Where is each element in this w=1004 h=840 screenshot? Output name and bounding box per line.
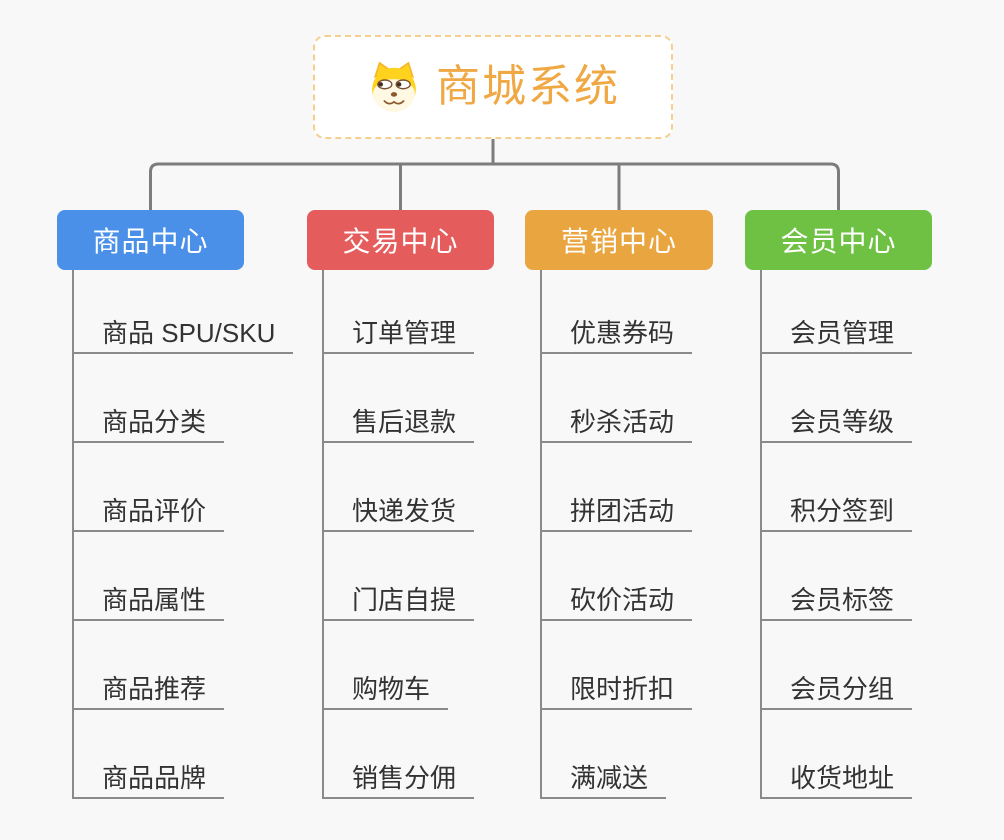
leaf-node[interactable]: 秒杀活动: [542, 354, 693, 443]
leaf-label: 订单管理: [352, 318, 457, 348]
leaf-label: 秒杀活动: [570, 407, 675, 437]
branch-node-2[interactable]: 交易中心: [307, 210, 494, 270]
leaf-label: 购物车: [352, 674, 431, 704]
branch-label: 会员中心: [780, 226, 897, 257]
leaf-label: 会员分组: [790, 674, 895, 704]
leaf-label: 满减送: [570, 763, 649, 793]
leaf-label: 收货地址: [790, 763, 895, 793]
leaf-node[interactable]: 商品 SPU/SKU: [74, 270, 294, 354]
branch-node-4[interactable]: 会员中心: [745, 210, 932, 270]
leaf-label: 拼团活动: [570, 496, 675, 526]
branch-node-1[interactable]: 商品中心: [57, 210, 244, 270]
leaf-node[interactable]: 购物车: [324, 621, 449, 710]
leaf-label: 砍价活动: [570, 585, 675, 615]
branch-node-3[interactable]: 营销中心: [525, 210, 713, 270]
leaf-node[interactable]: 砍价活动: [542, 532, 693, 621]
leaf-label: 优惠券码: [570, 318, 675, 348]
leaf-label: 商品品牌: [102, 763, 207, 793]
leaf-label: 商品推荐: [102, 674, 207, 704]
branch-label: 商品中心: [92, 226, 209, 257]
leaf-label: 门店自提: [352, 585, 457, 615]
leaf-node[interactable]: 满减送: [542, 710, 667, 799]
leaf-node[interactable]: 商品属性: [74, 532, 225, 621]
connector-lines: [149, 139, 840, 210]
root-node[interactable]: 商城系统: [313, 35, 673, 139]
leaf-label: 售后退款: [352, 407, 457, 437]
root-title: 商城系统: [436, 62, 620, 111]
leaf-node[interactable]: 会员管理: [762, 270, 913, 354]
leaf-node[interactable]: 商品分类: [74, 354, 225, 443]
leaf-node[interactable]: 限时折扣: [542, 621, 693, 710]
leaf-node[interactable]: 会员标签: [762, 532, 913, 621]
branch-children: 优惠券码 秒杀活动 拼团活动 砍价活动 限时折扣 满减送: [540, 270, 693, 799]
leaf-label: 销售分佣: [352, 763, 457, 793]
doge-icon: [366, 59, 422, 115]
leaf-node[interactable]: 订单管理: [324, 270, 475, 354]
leaf-node[interactable]: 积分签到: [762, 443, 913, 532]
leaf-label: 商品属性: [102, 585, 207, 615]
leaf-node[interactable]: 门店自提: [324, 532, 475, 621]
leaf-node[interactable]: 会员分组: [762, 621, 913, 710]
leaf-node[interactable]: 收货地址: [762, 710, 913, 799]
leaf-label: 商品评价: [102, 496, 207, 526]
branch-children: 会员管理 会员等级 积分签到 会员标签 会员分组 收货地址: [760, 270, 913, 799]
leaf-label: 会员等级: [790, 407, 895, 437]
leaf-node[interactable]: 商品评价: [74, 443, 225, 532]
leaf-node[interactable]: 快递发货: [324, 443, 475, 532]
leaf-label: 商品 SPU/SKU: [102, 318, 276, 348]
leaf-node[interactable]: 售后退款: [324, 354, 475, 443]
leaf-node[interactable]: 销售分佣: [324, 710, 475, 799]
branch-label: 营销中心: [560, 226, 677, 257]
leaf-node[interactable]: 拼团活动: [542, 443, 693, 532]
leaf-node[interactable]: 会员等级: [762, 354, 913, 443]
leaf-label: 积分签到: [790, 496, 895, 526]
leaf-label: 限时折扣: [570, 674, 675, 704]
leaf-label: 会员标签: [790, 585, 895, 615]
leaf-node[interactable]: 商品推荐: [74, 621, 225, 710]
leaf-label: 会员管理: [790, 318, 895, 348]
leaf-label: 商品分类: [102, 407, 207, 437]
leaf-node[interactable]: 商品品牌: [74, 710, 225, 799]
branch-children: 订单管理 售后退款 快递发货 门店自提 购物车 销售分佣: [322, 270, 475, 799]
leaf-node[interactable]: 优惠券码: [542, 270, 693, 354]
branch-children: 商品 SPU/SKU 商品分类 商品评价 商品属性 商品推荐 商品品牌: [72, 270, 294, 799]
branch-label: 交易中心: [342, 226, 459, 257]
leaf-label: 快递发货: [352, 496, 457, 526]
